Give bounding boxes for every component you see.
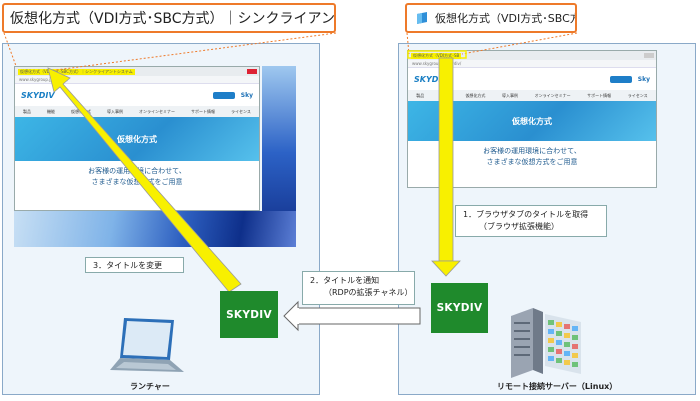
nav-item[interactable]: ライセンス <box>231 108 251 114</box>
nav-item[interactable]: オンラインセミナー <box>534 92 571 98</box>
hero-title: 仮想化方式 <box>117 134 157 144</box>
step3-line: 3．タイトルを変更 <box>93 261 163 270</box>
hero-title: 仮想化方式 <box>512 116 552 126</box>
desktop-wallpaper-side <box>262 66 296 211</box>
nav-item[interactable]: 仮想化方式 <box>465 92 486 98</box>
nav-item[interactable]: 製品 <box>23 108 31 114</box>
nav-item[interactable]: ライセンス <box>627 92 648 98</box>
launcher-caption: ランチャー <box>130 382 170 391</box>
site-header: SKYDIV Sky <box>15 84 259 106</box>
step1-line2: （ブラウザ拡張機能） <box>479 222 559 231</box>
sky-logo: Sky <box>240 91 253 99</box>
sky-logo: Sky <box>637 75 650 83</box>
window-tab-text: 仮想化方式（VDI方式･SB <box>411 52 462 59</box>
skydiv-server-box: SKYDIV <box>431 283 488 333</box>
nav-item[interactable]: サポート情報 <box>191 108 215 114</box>
address-bar[interactable]: www.skygroup.jp/skydiv/ <box>408 60 656 68</box>
tab-highlight-marker <box>407 50 467 59</box>
arrow-get-title <box>431 57 461 277</box>
arrow-notify-title <box>283 300 421 332</box>
url-text: www.skygroup.jp/skydiv/ <box>19 77 69 82</box>
launcher-title-callout: 仮想化方式（VDI方式･SBC方式）｜シンクライアントシステム <box>2 3 336 33</box>
desktop-wallpaper <box>14 211 296 247</box>
contact-button[interactable] <box>212 91 235 99</box>
nav-item[interactable]: サポート情報 <box>587 92 612 98</box>
step2-line1: 2．タイトルを通知 <box>310 276 380 285</box>
step3-note: 3．タイトルを変更 <box>85 257 184 273</box>
contact-button[interactable] <box>609 75 632 83</box>
callout-leader-lines <box>3 32 578 71</box>
window-controls-icon[interactable] <box>644 53 654 58</box>
url-text: www.skygroup.jp/skydiv/ <box>412 61 462 66</box>
hero-message: お客様の運用環境に合わせて、 さまざまな仮想方式をご用意 <box>408 141 656 168</box>
window-titlebar: 仮想化方式（VDI方式･SB <box>408 51 656 60</box>
nav-item[interactable]: 導入事例 <box>502 92 519 98</box>
message-line: さまざまな仮想方式をご用意 <box>486 158 578 166</box>
site-logo: SKYDIV <box>414 74 448 84</box>
nav-item[interactable]: 導入事例 <box>107 108 123 114</box>
skydiv-tab-icon <box>417 12 427 24</box>
step2-line2: （RDPの拡張チャネル） <box>324 288 413 297</box>
nav-item[interactable]: オンラインセミナー <box>139 108 175 114</box>
server-icon <box>511 308 581 378</box>
message-line: お客様の運用環境に合わせて、 <box>483 147 581 155</box>
step1-note: 1．ブラウザタブのタイトルを取得 （ブラウザ拡張機能） <box>455 205 607 237</box>
launcher-window-title: 仮想化方式（VDI方式･SBC方式）｜シンクライアントシステム <box>10 11 335 27</box>
laptop-icon <box>110 318 184 372</box>
address-bar[interactable]: www.skygroup.jp/skydiv/ <box>15 76 259 84</box>
window-title-text: 仮想化方式（VDI方式･SBC方式）｜シンクライアントシステム <box>18 68 135 75</box>
skydiv-launcher-box: SKYDIV <box>220 291 278 338</box>
site-logo: SKYDIV <box>21 90 55 100</box>
step2-note: 2．タイトルを通知 （RDPの拡張チャネル） <box>302 271 415 305</box>
message-line: さまざまな仮想方式をご用意 <box>91 178 183 186</box>
window-titlebar: 仮想化方式（VDI方式･SBC方式）｜シンクライアントシステム <box>15 67 259 76</box>
step1-line1: 1．ブラウザタブのタイトルを取得 <box>463 210 589 219</box>
server-caption: リモート接続サーバー（Linux） <box>497 382 618 391</box>
site-header: SKYDIV Sky <box>408 68 656 90</box>
browser-tab-title: 仮想化方式（VDI方式･SBC方 <box>435 12 577 25</box>
close-icon[interactable] <box>247 69 257 74</box>
nav-item[interactable]: 機能 <box>47 108 55 114</box>
arrow-change-title <box>47 67 242 293</box>
browser-tab-callout: 仮想化方式（VDI方式･SBC方 ✕ <box>405 3 577 33</box>
nav-item[interactable]: 製品 <box>416 92 425 98</box>
hero-banner: 仮想化方式 <box>15 117 259 161</box>
